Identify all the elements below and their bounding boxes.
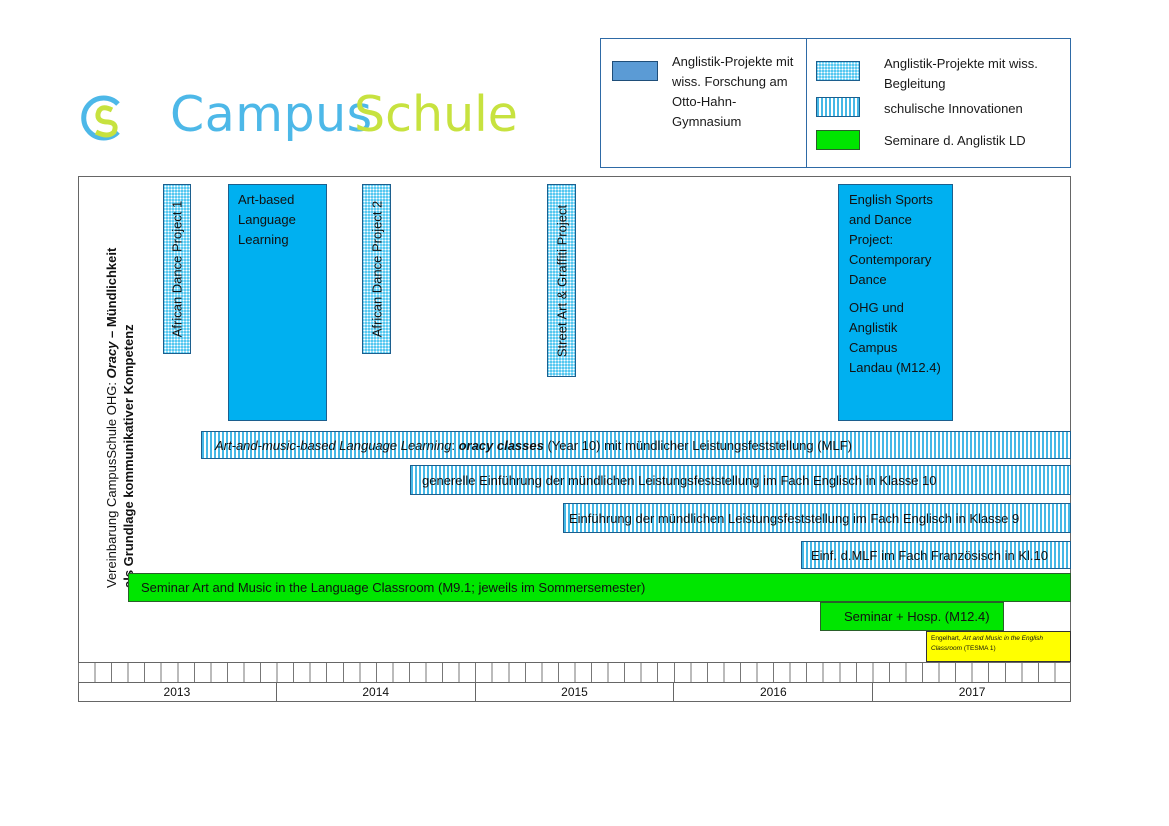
- year-2016: 2016: [674, 683, 874, 702]
- logo-word-campus: Campus: [170, 86, 373, 143]
- legend-swatch-innovations: [816, 97, 860, 117]
- project-street-art-graffiti: Street Art & Graffiti Project: [547, 184, 576, 377]
- bar-mlf-class-9-label: Einführung der mündlichen Leistungsfests…: [569, 510, 1020, 526]
- legend-swatch-research: [612, 61, 658, 81]
- project-english-sports-label-1: English Sports and Dance Project: Contem…: [849, 192, 933, 287]
- legend-label-accompanied: Anglistik-Projekte mit wiss. Begleitung: [884, 56, 1038, 91]
- bar-mlf-french-label: Einf. d.MLF im Fach Französisch in Kl.10: [811, 547, 1048, 563]
- bar-oracy-classes: Art-and-music-based Language Learning: o…: [201, 431, 1071, 459]
- engelhart-author: Engelhart,: [931, 635, 963, 642]
- bar-seminar-hosp-label: Seminar + Hosp. (M12.4): [844, 609, 990, 624]
- oracy-italic: Art-and-music-based Language Learning: [215, 437, 452, 453]
- legend-label-research: Anglistik-Projekte mit wiss. Forschung a…: [672, 54, 794, 129]
- bar-seminar-hosp: Seminar + Hosp. (M12.4): [820, 602, 1004, 631]
- oracy-rest: (Year 10) mit mündlicher Leistungsfestst…: [543, 437, 852, 453]
- agreement-oracy: Oracy: [104, 341, 119, 379]
- oracy-colon: :: [451, 437, 459, 453]
- project-african-dance-1-label: African Dance Project 1: [169, 200, 185, 338]
- legend-label-innovations: schulische Innovationen: [884, 101, 1023, 116]
- bar-seminar-art-music-label: Seminar Art and Music in the Language Cl…: [141, 580, 646, 595]
- project-african-dance-2-label: African Dance Project 2: [369, 200, 384, 338]
- agreement-line-2: als Grundlage kommunikativer Kompetenz: [121, 324, 136, 588]
- bar-mlf-class-9: Einführung der mündlichen Leistungsfests…: [563, 503, 1071, 533]
- bar-mlf-class-10-label: generelle Einführung der mündlichen Leis…: [422, 472, 937, 488]
- year-2017: 2017: [958, 685, 986, 699]
- project-street-art-label: Street Art & Graffiti Project: [554, 204, 569, 357]
- timeline-years: 2013 2014 2015 2016 2017: [78, 683, 1071, 702]
- project-art-based-language-learning: Art-based Language Learning: [228, 184, 327, 421]
- project-english-sports-dance: English Sports and Dance Project: Contem…: [838, 184, 953, 421]
- logo-word-schule: Schule: [354, 86, 518, 143]
- oracy-bold: oracy classes: [458, 437, 544, 453]
- project-art-based-label: Art-based Language Learning: [238, 192, 296, 247]
- project-african-dance-1: African Dance Project 1: [163, 184, 191, 354]
- legend-divider: [806, 39, 807, 167]
- bar-seminar-art-music: Seminar Art and Music in the Language Cl…: [128, 573, 1071, 602]
- legend-label-seminars: Seminare d. Anglistik LD: [884, 133, 1026, 148]
- agreement-side-label: Vereinbarung CampusSchule OHG: Oracy – M…: [103, 188, 163, 588]
- bar-engelhart-publication: Engelhart, Art and Music in the English …: [926, 631, 1071, 662]
- agreement-line-1: Vereinbarung CampusSchule OHG: Oracy – M…: [103, 188, 120, 588]
- year-2013: 2013: [78, 683, 277, 702]
- year-2014: 2014: [277, 683, 476, 702]
- campusschule-logo-icon: [81, 95, 120, 141]
- campusschule-logo: Campus Schule: [78, 86, 518, 148]
- project-african-dance-2: African Dance Project 2: [362, 184, 391, 354]
- bar-mlf-class-10: generelle Einführung der mündlichen Leis…: [410, 465, 1071, 495]
- bar-mlf-french: Einf. d.MLF im Fach Französisch in Kl.10: [801, 541, 1071, 569]
- bar-oracy-classes-label: Art-and-music-based Language Learning: o…: [212, 438, 855, 453]
- project-english-sports-label-2: OHG und Anglistik Campus Landau (M12.4): [849, 300, 941, 375]
- legend-swatch-seminars: [816, 130, 860, 150]
- timeline-month-ticks: [78, 662, 1071, 683]
- agreement-suffix: – Mündlichkeit: [104, 247, 119, 342]
- legend: Anglistik-Projekte mit wiss. Forschung a…: [600, 38, 1071, 168]
- agreement-prefix: Vereinbarung CampusSchule OHG:: [104, 378, 119, 588]
- legend-swatch-accompanied: [816, 61, 860, 81]
- engelhart-title: Art and Music in the English Classroom: [931, 635, 1044, 652]
- engelhart-rest: (TESMA 1): [962, 645, 996, 652]
- bar-engelhart-label: Engelhart, Art and Music in the English …: [931, 634, 1066, 654]
- year-2015: 2015: [476, 683, 675, 702]
